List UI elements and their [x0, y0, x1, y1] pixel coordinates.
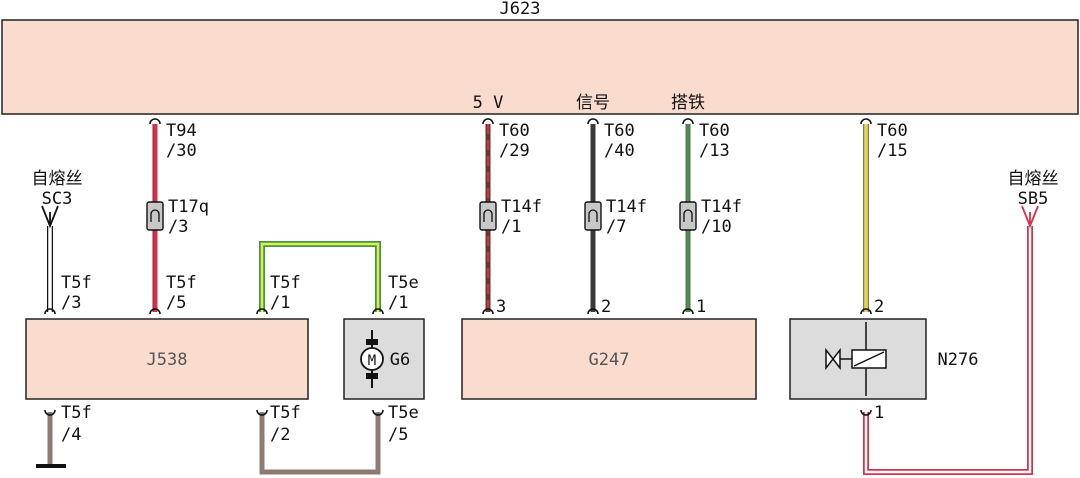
g247-pin-1: 1	[696, 297, 706, 317]
conn-t60-15-b: /15	[877, 141, 908, 161]
fuse-sb5-id: SB5	[1018, 189, 1049, 209]
conn-t60-13-b: /13	[699, 141, 730, 161]
conn-t5f-5-b: /5	[166, 293, 186, 313]
conn-t60-13-a: T60	[699, 121, 730, 141]
inline-connector-t14f-7	[584, 201, 602, 231]
conn-t5e-5-a: T5e	[388, 403, 419, 423]
inline-connector-t14f-1	[479, 201, 497, 231]
conn-t5f-1-b: /1	[270, 293, 290, 313]
conn-t60-29-b: /29	[499, 141, 530, 161]
conn-t94-b: /30	[166, 141, 197, 161]
conn-t5f-1-a: T5f	[270, 273, 301, 293]
conn-t14f-10-a: T14f	[701, 197, 742, 217]
g247-label: G247	[589, 350, 630, 370]
conn-t5f-3-a: T5f	[61, 273, 92, 293]
pin-symbols	[44, 118, 872, 416]
wire-green-yellow-loop	[259, 241, 381, 312]
conn-t60-40-b: /40	[604, 141, 635, 161]
g6-box	[343, 318, 425, 400]
g247-box	[461, 318, 757, 400]
conn-t5f-4-a: T5f	[61, 403, 92, 423]
motor-icon: M	[360, 330, 384, 388]
ecu-pin-5v-label: 5 V	[473, 93, 504, 113]
conn-t60-40-a: T60	[604, 121, 635, 141]
conn-t94-a: T94	[166, 121, 197, 141]
conn-t5f-2-a: T5f	[270, 403, 301, 423]
inline-connector-t17q	[146, 201, 164, 231]
conn-t17q-a: T17q	[168, 197, 209, 217]
conn-t5e-5-b: /5	[388, 425, 408, 445]
conn-t60-15-a: T60	[877, 121, 908, 141]
conn-t5f-5-a: T5f	[166, 273, 197, 293]
motor-label: M	[368, 353, 376, 369]
conn-t17q-b: /3	[168, 217, 188, 237]
ecu-pin-signal-label: 信号	[576, 93, 610, 113]
conn-t14f-10-b: /10	[701, 217, 732, 237]
conn-t5f-2-b: /2	[270, 425, 290, 445]
inline-connector-t14f-10	[679, 201, 697, 231]
n276-pin-1: 1	[874, 403, 884, 423]
ecu-label: J623	[500, 0, 541, 19]
conn-t14f-7-a: T14f	[606, 197, 647, 217]
n276-pin-2: 2	[874, 297, 884, 317]
conn-t14f-7-b: /7	[606, 217, 626, 237]
j538-box	[25, 318, 309, 400]
g247-pin-3: 3	[496, 297, 506, 317]
conn-t5e-1-b: /1	[388, 293, 408, 313]
ecu-j623-box	[1, 19, 1079, 115]
j538-label: J538	[147, 350, 188, 370]
conn-t5f-3-b: /3	[61, 293, 81, 313]
g247-pin-2: 2	[601, 297, 611, 317]
wire-red-n276-sb5	[863, 226, 1033, 475]
conn-t5e-1-a: T5e	[388, 273, 419, 293]
conn-t60-29-a: T60	[499, 121, 530, 141]
conn-t14f-1-b: /1	[501, 217, 521, 237]
wire-brown-loop	[259, 412, 381, 475]
conn-t14f-1-a: T14f	[501, 197, 542, 217]
ecu-pin-ground-label: 搭铁	[671, 93, 705, 113]
fuse-sc3-id: SC3	[42, 189, 73, 209]
fuse-sb5-label: 自熔丝	[1008, 169, 1059, 189]
g6-label: G6	[390, 350, 410, 370]
conn-t5f-4-b: /4	[61, 425, 81, 445]
n276-label: N276	[938, 350, 979, 370]
solenoid-valve-icon	[825, 322, 887, 396]
fuse-sc3-label: 自熔丝	[32, 169, 83, 189]
